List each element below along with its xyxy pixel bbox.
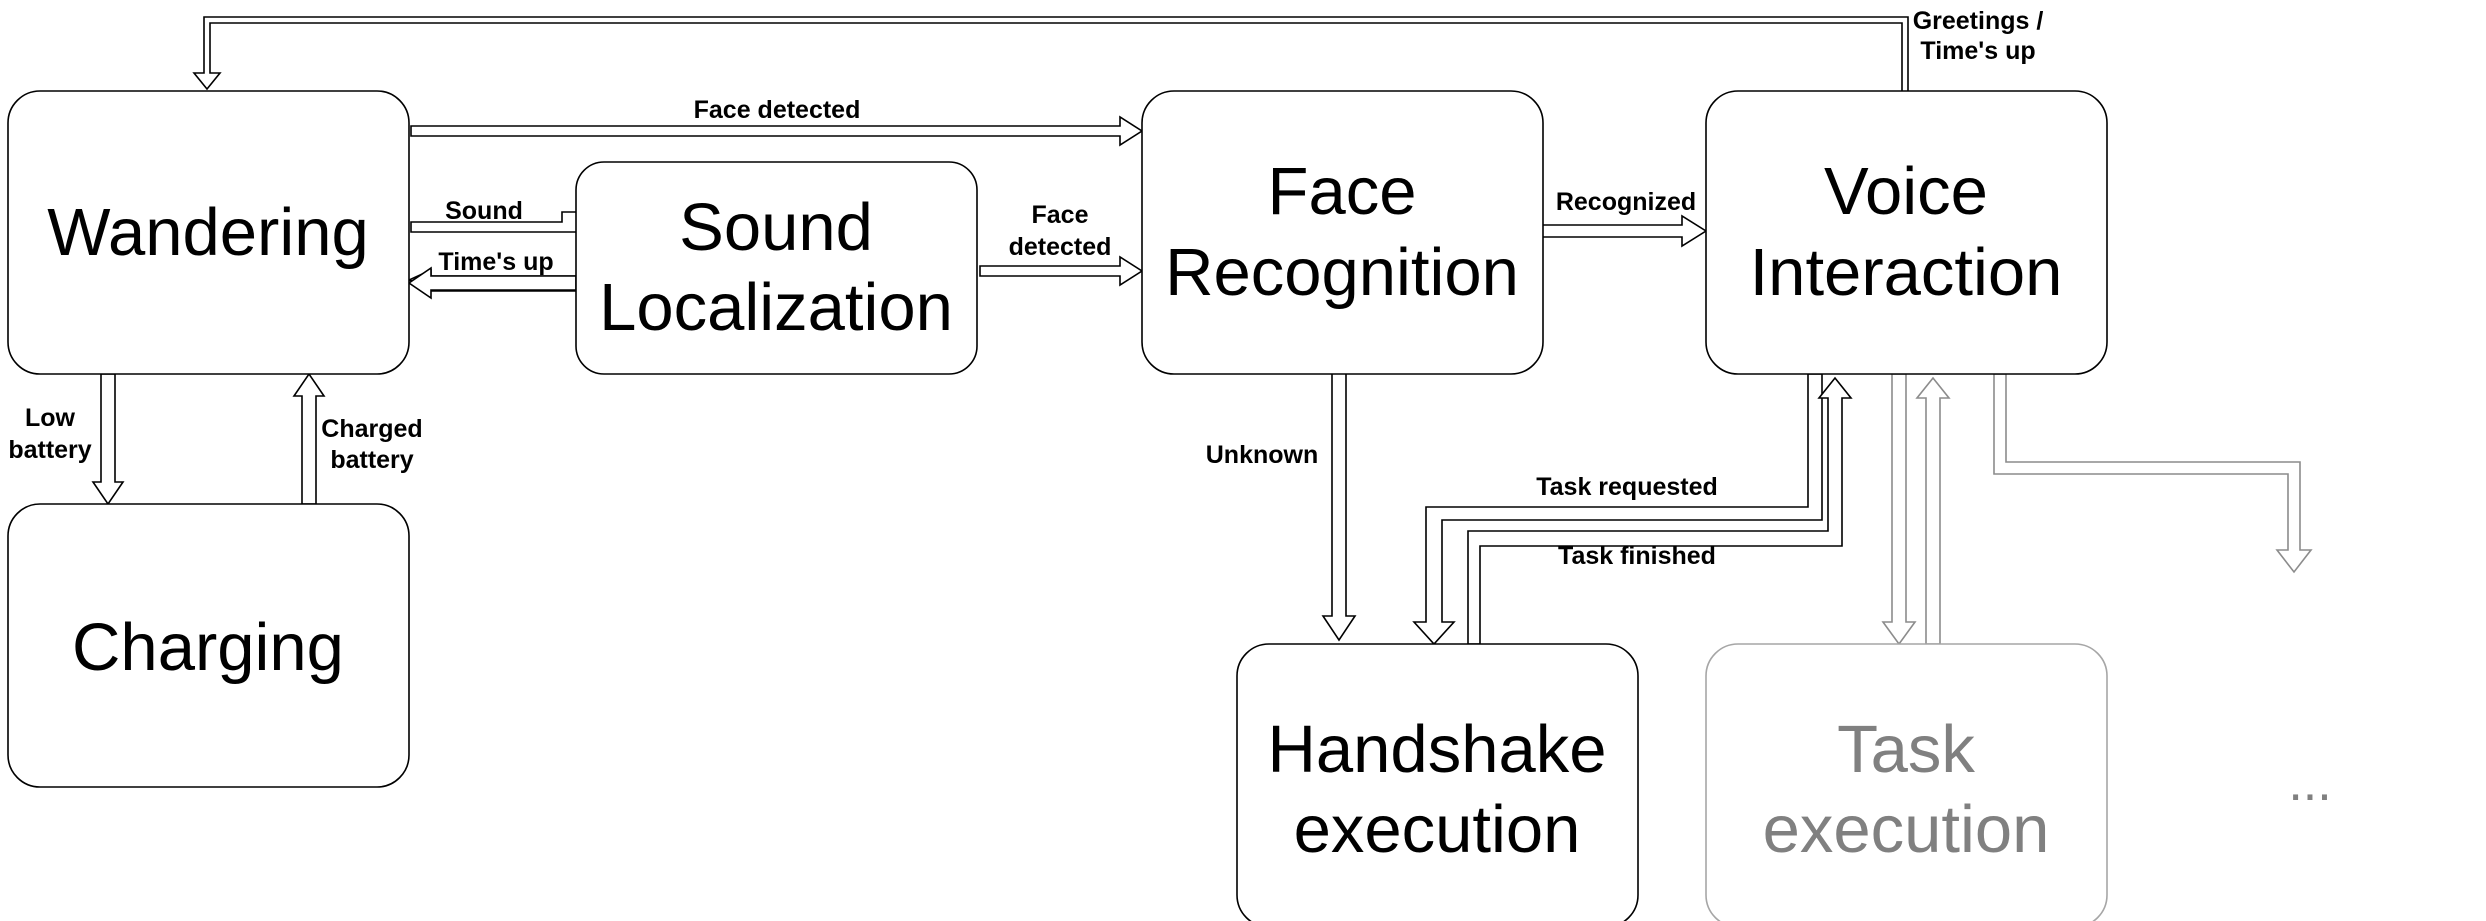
- charging-label: Charging: [72, 610, 344, 685]
- state-face-recognition: Face Recognition: [1141, 90, 1544, 375]
- recognized-label: Recognized: [1556, 188, 1696, 216]
- state-wandering: Wandering: [7, 90, 410, 375]
- sound-label: Sound: [445, 197, 523, 225]
- face-detected-sound-arrow: [979, 255, 1144, 287]
- sound-localization-label-line2: Localization: [599, 270, 953, 345]
- task-requested-arrow: [1412, 373, 1823, 646]
- task-finished-arrow: [1467, 376, 1853, 645]
- more-states-arrow: [1993, 373, 2313, 574]
- face-recognition-label-line2: Recognition: [1165, 235, 1519, 310]
- voice-interaction-label-line1: Voice: [1824, 154, 1988, 229]
- unknown-arrow: [1321, 367, 1357, 642]
- charged-battery-arrow: [292, 372, 326, 505]
- task-execution-return-arrow: [1915, 376, 1951, 645]
- face-detected-arrow: [410, 115, 1144, 147]
- face-detected-sound-label-line2: detected: [1009, 233, 1112, 261]
- unknown-label: Unknown: [1206, 441, 1319, 469]
- face-detected-label: Face detected: [694, 96, 861, 124]
- face-detected-sound-label-line1: Face: [1032, 201, 1089, 229]
- handshake-execution-label-line2: execution: [1294, 792, 1581, 867]
- task-execution-label-line1: Task: [1837, 712, 1975, 787]
- sound-localization-label-line1: Sound: [679, 190, 873, 265]
- state-voice-interaction: Voice Interaction: [1705, 90, 2108, 375]
- charged-battery-label-line1: Charged: [321, 415, 422, 443]
- times-up-label: Time's up: [438, 248, 553, 276]
- state-task-execution: Task execution: [1705, 643, 2108, 921]
- charged-battery-label-line2: battery: [330, 446, 413, 474]
- task-finished-label: Task finished: [1558, 542, 1716, 570]
- greetings-times-up-arrow: [192, 16, 1909, 93]
- handshake-execution-label-line1: Handshake: [1268, 712, 1607, 787]
- task-execution-request-arrow: [1881, 373, 1917, 646]
- greetings-times-up-label-line2: Time's up: [1920, 37, 2035, 65]
- voice-interaction-label-line2: Interaction: [1750, 235, 2063, 310]
- task-requested-label: Task requested: [1536, 473, 1718, 501]
- state-sound-localization: Sound Localization: [575, 161, 978, 375]
- state-charging: Charging: [7, 503, 410, 788]
- task-execution-label-line2: execution: [1763, 792, 2050, 867]
- wandering-label: Wandering: [47, 195, 369, 270]
- greetings-times-up-label-line1: Greetings /: [1913, 7, 2044, 35]
- low-battery-label-line2: battery: [8, 436, 91, 464]
- state-handshake-execution: Handshake execution: [1236, 643, 1639, 921]
- low-battery-label-line1: Low: [25, 404, 76, 432]
- low-battery-arrow: [91, 373, 125, 506]
- face-recognition-label-line1: Face: [1268, 154, 1417, 229]
- recognized-arrow: [1541, 214, 1708, 248]
- times-up-arrow-head: [407, 266, 577, 300]
- more-states-ellipsis: ...: [2288, 754, 2331, 812]
